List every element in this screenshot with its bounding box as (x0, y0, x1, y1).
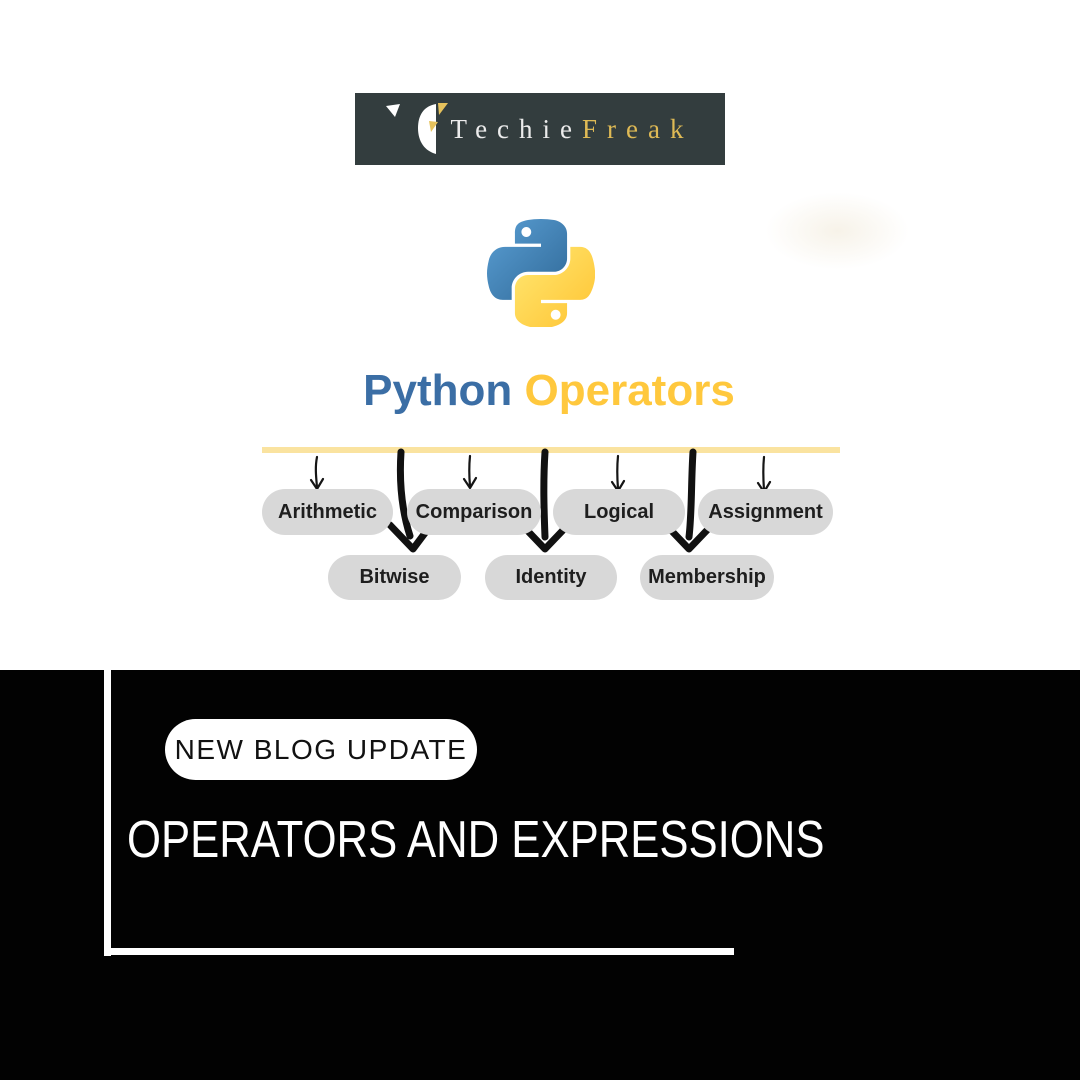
pill-identity: Identity (485, 555, 617, 600)
footer-section: NEW BLOG UPDATE OPERATORS AND EXPRESSION… (0, 670, 1080, 1080)
title-word-operators: Operators (524, 366, 735, 415)
new-blog-update-badge: NEW BLOG UPDATE (165, 719, 477, 780)
pill-logical: Logical (553, 489, 685, 535)
brand-name: TechieFreak (450, 114, 693, 145)
divider-line (262, 447, 840, 453)
pill-bitwise: Bitwise (328, 555, 461, 600)
pill-membership: Membership (640, 555, 774, 600)
pill-arithmetic: Arithmetic (262, 489, 393, 535)
python-logo-icon (487, 219, 595, 327)
pill-assignment: Assignment (698, 489, 833, 535)
brand-name-part1: Techie (450, 113, 583, 144)
pill-comparison: Comparison (407, 489, 541, 535)
frame-bottom-line (104, 948, 734, 955)
frame-left-line (104, 670, 111, 956)
thin-down-arrow-icons (309, 454, 772, 494)
faint-watermark-blob (765, 192, 910, 270)
title-word-python: Python (363, 366, 513, 415)
page-title: Python Operators (18, 366, 1080, 416)
brand-banner: TechieFreak (355, 93, 725, 165)
blog-headline: OPERATORS AND EXPRESSIONS (127, 811, 825, 869)
brand-name-part2: Freak (582, 113, 694, 144)
brand-logo-icon (386, 103, 449, 154)
